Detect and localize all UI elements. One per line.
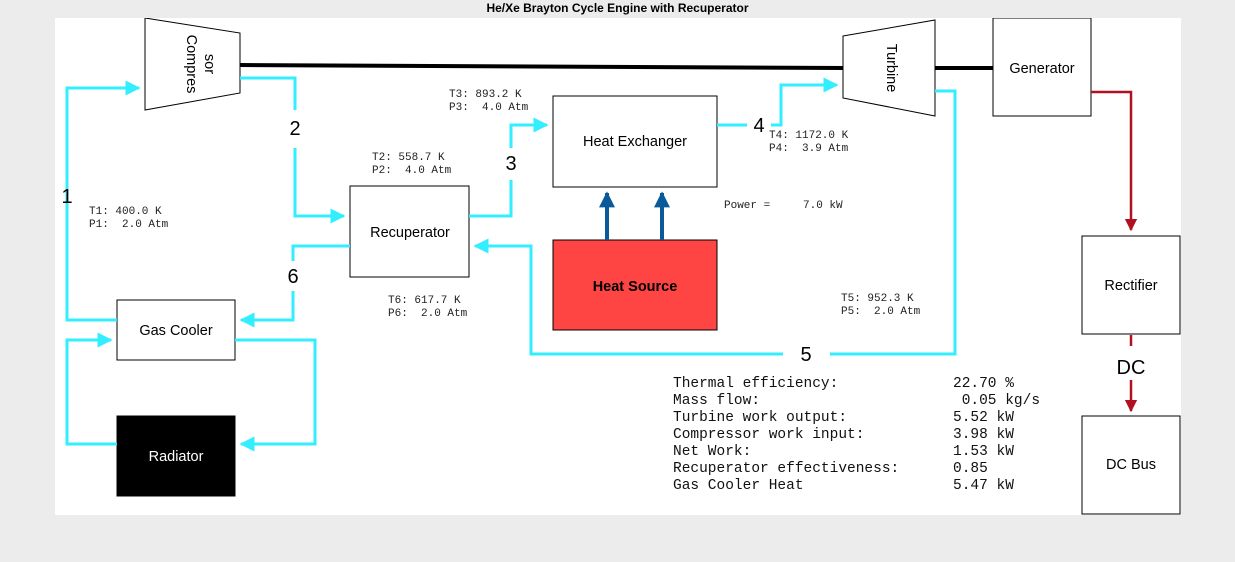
diagram-title: He/Xe Brayton Cycle Engine with Recupera… <box>486 1 749 15</box>
flow-2 <box>240 76 297 110</box>
radiator-label: Radiator <box>149 449 204 465</box>
state-4-temp: T4: 1172.0 K <box>769 130 849 142</box>
state-5-temp: T5: 952.3 K <box>841 293 914 305</box>
flow-1 <box>65 80 141 322</box>
radiator <box>116 415 236 497</box>
compressor <box>144 18 241 111</box>
heat-exchanger <box>552 95 718 188</box>
heat-exchanger-label: Heat Exchanger <box>583 134 687 150</box>
state-number-6: 6 <box>287 266 298 288</box>
cycle-diagram: Compres sor Turbine Generator Heat Excha… <box>61 18 1181 515</box>
state-number-4: 4 <box>753 115 764 137</box>
compressor-label-2: sor <box>201 54 217 74</box>
recuperator-label: Recuperator <box>370 225 450 241</box>
dc-label: DC <box>1117 357 1146 379</box>
dc-bus-label: DC Bus <box>1106 457 1156 473</box>
rectifier <box>1081 235 1181 335</box>
state-6-pres: P6: 2.0 Atm <box>388 308 468 320</box>
flow-radiator-to-cooler <box>65 332 117 446</box>
generator-to-rectifier-line <box>1091 90 1138 232</box>
state-number-1: 1 <box>61 186 72 208</box>
flow-2b <box>293 148 346 224</box>
state-4-pres: P4: 3.9 Atm <box>769 143 849 155</box>
rectifier-label: Rectifier <box>1104 278 1157 294</box>
state-3-temp: T3: 893.2 K <box>449 89 522 101</box>
metric-value: 1.53 kW <box>953 444 1014 460</box>
state-number-5: 5 <box>800 344 811 366</box>
flow-5b <box>473 238 783 356</box>
metric-label: Thermal efficiency: <box>673 376 838 392</box>
recuperator <box>349 185 470 278</box>
state-1-temp: T1: 400.0 K <box>89 206 162 218</box>
flow-6b <box>239 291 295 328</box>
power-value: 7.0 kW <box>803 200 843 212</box>
state-2-temp: T2: 558.7 K <box>372 152 445 164</box>
generator <box>992 18 1092 117</box>
turbine <box>842 19 936 117</box>
metric-label: Recuperator effectiveness: <box>673 461 899 477</box>
metric-label: Turbine work output: <box>673 410 847 426</box>
metrics-block: Thermal efficiency: 22.70 % Mass flow: 0… <box>673 376 1040 494</box>
flow-4b <box>771 77 839 127</box>
state-6-temp: T6: 617.7 K <box>388 295 461 307</box>
metric-label: Net Work: <box>673 444 751 460</box>
state-2-pres: P2: 4.0 Atm <box>372 165 452 177</box>
generator-label: Generator <box>1009 61 1074 77</box>
diagram-canvas: Compres sor Turbine Generator Heat Excha… <box>55 18 1181 515</box>
metric-label: Compressor work input: <box>673 427 864 443</box>
metric-value: 5.47 kW <box>953 478 1014 494</box>
metric-value: 0.05 kg/s <box>953 393 1040 409</box>
flow-3b <box>509 117 549 148</box>
flow-3 <box>469 180 513 218</box>
state-number-2: 2 <box>289 118 300 140</box>
turbine-label: Turbine <box>883 44 899 93</box>
metric-label: Gas Cooler Heat <box>673 478 804 494</box>
metric-value: 5.52 kW <box>953 410 1014 426</box>
shaft-line <box>239 63 846 70</box>
state-number-3: 3 <box>505 153 516 175</box>
gas-cooler <box>116 299 236 361</box>
metric-value: 22.70 % <box>953 376 1014 392</box>
flow-5 <box>830 89 957 356</box>
flow-6 <box>291 244 350 261</box>
metric-value: 0.85 <box>953 461 988 477</box>
dc-bus <box>1081 415 1181 515</box>
state-5-pres: P5: 2.0 Atm <box>841 306 921 318</box>
metric-label: Mass flow: <box>673 393 760 409</box>
state-3-pres: P3: 4.0 Atm <box>449 102 529 114</box>
power-label: Power = <box>724 200 770 212</box>
heat-source <box>552 239 718 331</box>
compressor-label-1: Compres <box>183 35 199 94</box>
heat-source-label: Heat Source <box>593 279 678 295</box>
flow-cooler-to-radiator <box>235 338 317 452</box>
gas-cooler-label: Gas Cooler <box>139 323 213 339</box>
metric-value: 3.98 kW <box>953 427 1014 443</box>
state-1-pres: P1: 2.0 Atm <box>89 219 169 231</box>
